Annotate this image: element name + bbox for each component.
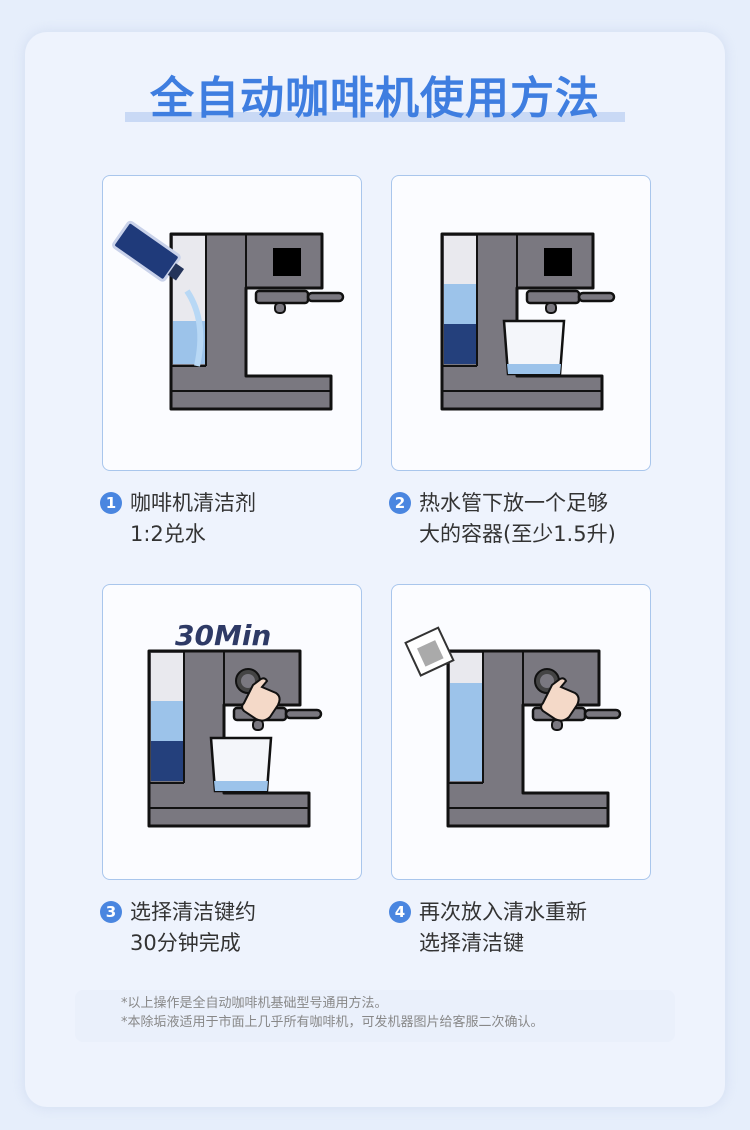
step-4-illustration [391,584,651,880]
coffee-machine-refill-icon [404,626,622,828]
step-number-badge: 1 [100,492,122,514]
step-2-text: 2 热水管下放一个足够大的容器(至少1.5升) [389,488,649,550]
step-3-text: 3 选择清洁键约 30分钟完成 [100,897,360,959]
title-underline [125,112,625,122]
footnote: *以上操作是全自动咖啡机基础型号通用方法。 *本除垢液适用于市面上几乎所有咖啡机… [75,990,675,1042]
step-line: 再次放入清水重新 [419,900,587,924]
footnote-line: *以上操作是全自动咖啡机基础型号通用方法。 [121,996,388,1011]
step-4-text: 4 再次放入清水重新选择清洁键 [389,897,649,959]
step-number-badge: 4 [389,901,411,923]
footnote-line: *本除垢液适用于市面上几乎所有咖啡机，可发机器图片给客服二次确认。 [121,1015,544,1030]
step-line: 咖啡机清洁剂 [130,491,256,515]
step-line: 1:2兑水 [130,522,206,546]
timer-label: 30Min [175,619,271,652]
step-1-text: 1 咖啡机清洁剂 1:2兑水 [100,488,360,550]
step-line: 30分钟完成 [130,931,241,955]
coffee-machine-clean-button-icon: 30Min [147,619,323,828]
step-number-badge: 2 [389,492,411,514]
step-line: 选择清洁键 [419,931,524,955]
step-line: 热水管下放一个足够 [419,491,608,515]
coffee-machine-pour-icon [112,220,345,411]
step-3-illustration: 30Min [102,584,362,880]
step-1-illustration [102,175,362,471]
coffee-machine-cup-icon [440,232,616,411]
step-line: 选择清洁键约 [130,900,256,924]
step-2-illustration [391,175,651,471]
step-line: 大的容器(至少1.5升) [419,522,616,546]
step-number-badge: 3 [100,901,122,923]
page-title: 全自动咖啡机使用方法 [150,73,600,124]
